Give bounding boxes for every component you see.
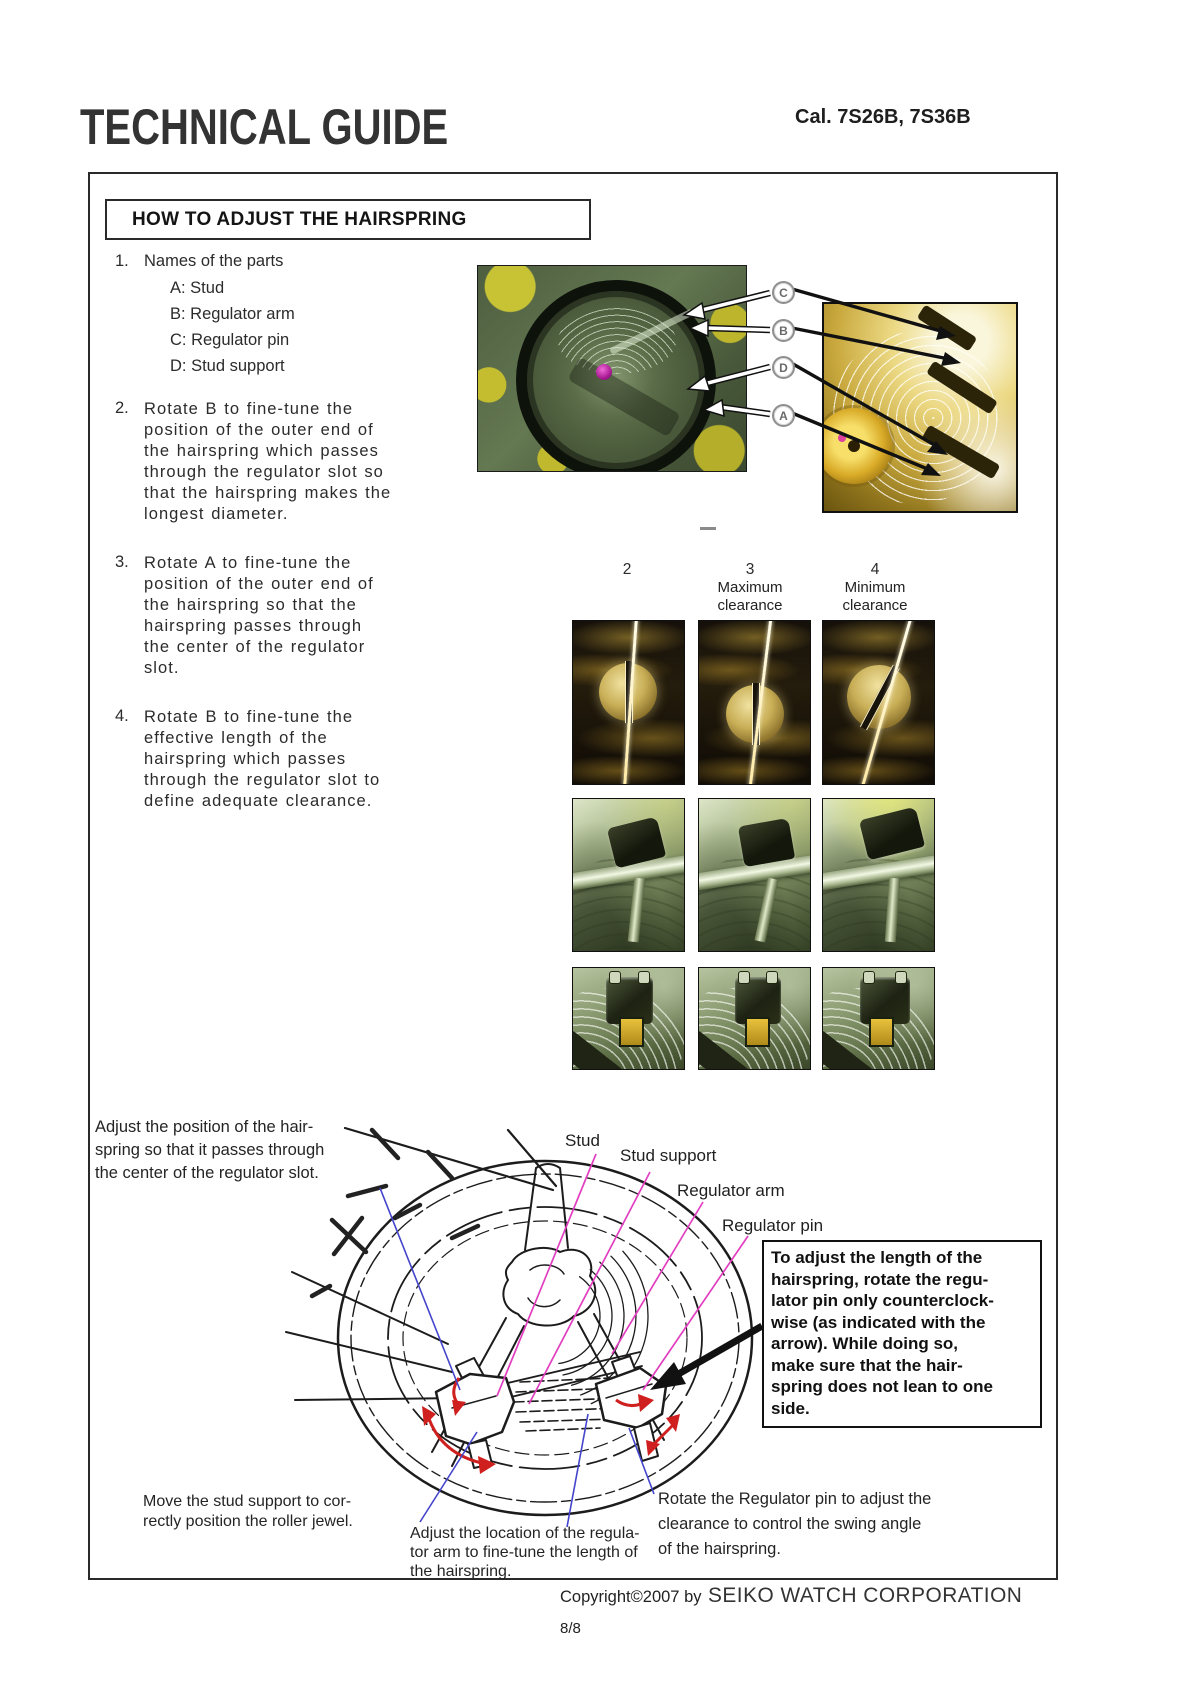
annotation-move-stud-support: Move the stud support to cor- rectly pos… <box>143 1493 353 1530</box>
photo-balance-overview <box>477 265 747 472</box>
photo-stud-support-max <box>698 967 811 1070</box>
balance-jewel <box>596 364 612 380</box>
annotation-rotate-regulator-pin: Rotate the Regulator pin to adjust the c… <box>658 1490 932 1558</box>
photo-regulator-side-min <box>822 798 935 952</box>
photo-stud-support-step2 <box>572 967 685 1070</box>
photo-regulator-side-step2 <box>572 798 685 952</box>
page-title: TECHNICAL GUIDE <box>80 99 449 155</box>
gold-slot <box>868 1017 894 1047</box>
callout-b: B <box>772 319 795 342</box>
parts-list-title: Names of the parts <box>144 252 284 270</box>
annotation-adjust-regulator-arm: Adjust the location of the regula- tor a… <box>410 1525 640 1580</box>
section-title: HOW TO ADJUST THE HAIRSPRING <box>132 208 467 230</box>
photo-hairspring-closeup <box>822 302 1018 513</box>
step-text-3: Rotate A to fine-tune the position of th… <box>144 554 374 677</box>
jewel-dot <box>838 434 846 442</box>
step-text-2: Rotate B to fine-tune the position of th… <box>144 400 392 523</box>
step-number-3: 3. <box>115 553 129 571</box>
stud-support-head <box>859 971 910 1024</box>
regulator-head <box>858 806 925 861</box>
photo-regulator-side-max <box>698 798 811 952</box>
part-item-a: A: Stud <box>170 279 225 297</box>
step-number-2: 2. <box>115 399 129 417</box>
photo-stud-support-min <box>822 967 935 1070</box>
copyright-line: Copyright©2007 by SEIKO WATCH CORPORATIO… <box>560 1583 1032 1608</box>
gold-slot <box>618 1017 644 1047</box>
copyright-company: SEIKO WATCH CORPORATION <box>707 1583 1022 1607</box>
part-item-c: C: Regulator pin <box>170 331 290 349</box>
annotation-center-slot: Adjust the position of the hair- spring … <box>95 1118 325 1182</box>
list-number-1: 1. <box>115 252 129 270</box>
separator-dash <box>700 527 716 530</box>
callout-d: D <box>772 356 795 379</box>
note-box: To adjust the length of the hairspring, … <box>762 1240 1042 1428</box>
part-item-d: D: Stud support <box>170 357 285 375</box>
label-regulator-arm: Regulator arm <box>677 1181 785 1200</box>
gold-slot <box>744 1017 770 1047</box>
photo-regulator-slot-max <box>698 620 811 785</box>
stud-support-head <box>606 971 653 1024</box>
copyright-prefix: Copyright©2007 by <box>560 1588 702 1606</box>
label-regulator-pin: Regulator pin <box>722 1216 824 1235</box>
page-number: 8/8 <box>560 1620 581 1637</box>
part-item-b: B: Regulator arm <box>170 305 295 323</box>
content-box <box>88 172 1058 1580</box>
column-number-2: 2 <box>622 561 632 578</box>
column-number-4: 4 <box>870 561 880 578</box>
label-stud-support: Stud support <box>620 1146 717 1165</box>
callout-a: A <box>772 404 795 427</box>
hairspring-coil-highlight <box>558 308 676 374</box>
label-stud: Stud <box>565 1131 600 1150</box>
callout-c: C <box>772 281 795 304</box>
photo-regulator-slot-min <box>822 620 935 785</box>
step-number-4: 4. <box>115 707 129 725</box>
regulator-head <box>737 817 796 867</box>
stud-screw <box>726 682 784 746</box>
photo-regulator-slot-step2 <box>572 620 685 785</box>
column-caption-min: Minimum clearance <box>842 579 908 614</box>
caliber-label: Cal. 7S26B, 7S36B <box>795 106 971 128</box>
step-text-4: Rotate B to fine-tune the effective leng… <box>144 708 381 810</box>
column-caption-max: Maximum clearance <box>717 579 783 614</box>
column-number-3: 3 <box>745 561 755 578</box>
section-header-box: HOW TO ADJUST THE HAIRSPRING <box>105 199 591 240</box>
stud-support-head <box>734 971 782 1024</box>
